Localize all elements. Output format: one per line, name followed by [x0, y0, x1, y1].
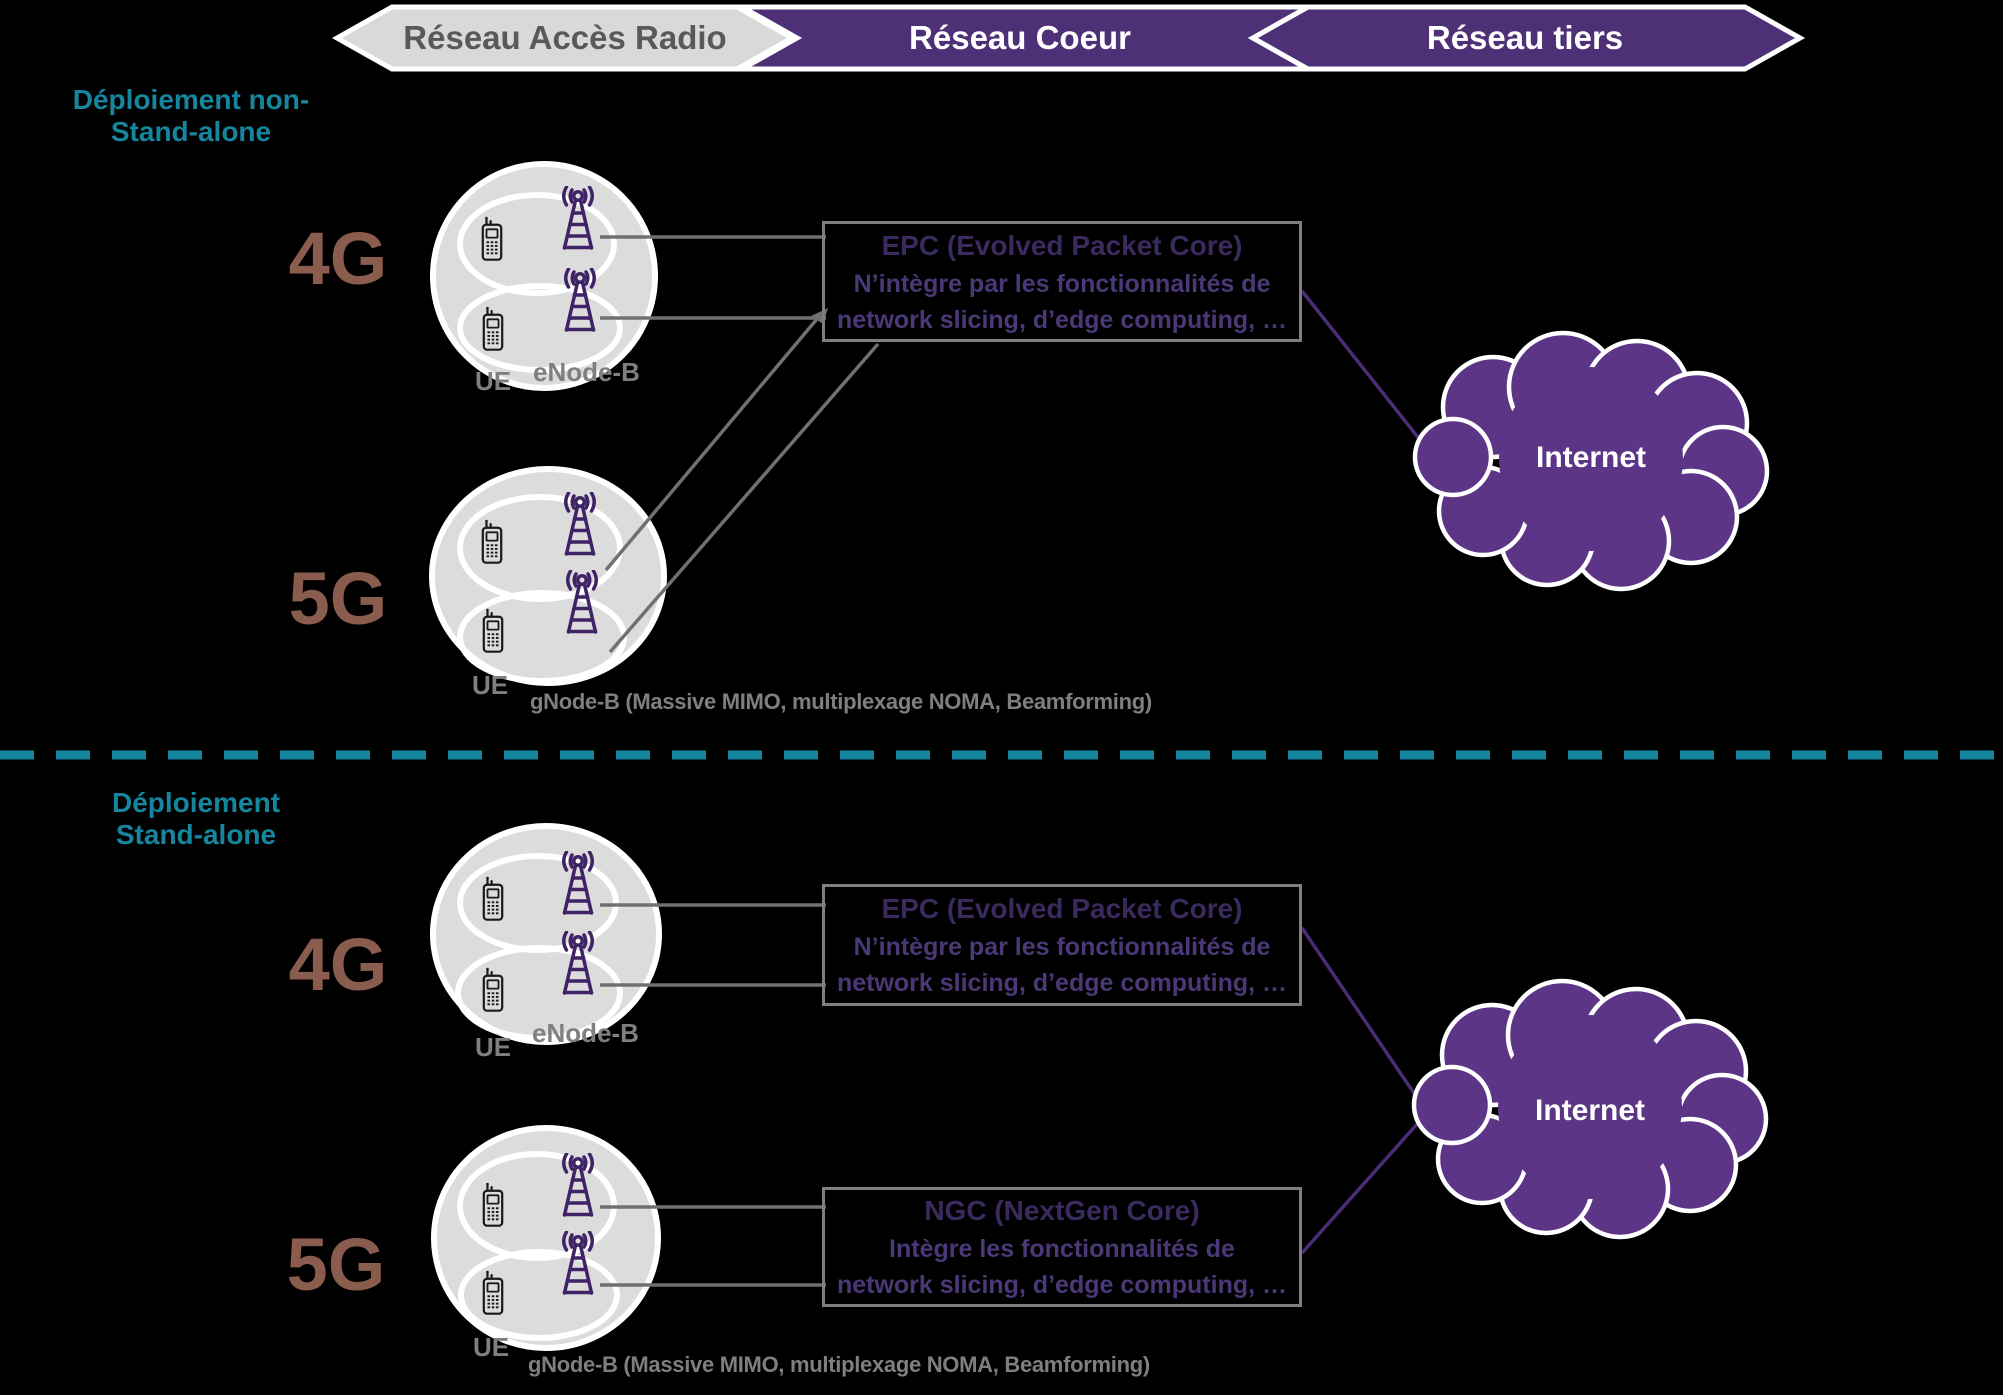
banner-label-reseau-acces-radio: Réseau Accès Radio: [403, 19, 727, 56]
link-gnodeb-epc: [604, 311, 824, 572]
sa-5g-cluster: [431, 1125, 661, 1351]
gnodeb-caption: gNode-B (Massive MIMO, multiplexage NOMA…: [530, 689, 1152, 714]
epc-box-subtitle-line1: N’intègre par les fonctionnalités de: [853, 269, 1271, 298]
internet-label: Internet: [1534, 1094, 1645, 1127]
banner-segment-reseau-acces-radio: [331, 4, 798, 72]
deployment-label-standalone: Déploiement Stand-alone: [61, 787, 331, 851]
sa-connectors: [600, 903, 826, 1287]
deployment-label-line1: Déploiement non-: [72, 84, 310, 115]
deployment-label-non-standalone: Déploiement non- Stand-alone: [56, 84, 326, 148]
cluster-bubble: [431, 1125, 661, 1351]
sa-4g-cluster: [430, 823, 662, 1045]
link-ngc-internet: [1300, 1112, 1428, 1255]
ngc-box-subtitle-line1: Intègre les fonctionnalités de: [889, 1235, 1235, 1263]
ue-label: UE: [472, 670, 509, 700]
enodeb-label: eNode-B: [533, 357, 640, 387]
generation-label-5g: 5G: [288, 557, 388, 640]
nsa-4g-cluster: [430, 161, 658, 391]
epc-box-subtitle-line2: network slicing, d’edge computing, …: [836, 305, 1288, 334]
link-gnodeb-epc: [608, 342, 880, 654]
cell-ellipse: [455, 945, 623, 1041]
enodeb-label: eNode-B: [532, 1018, 639, 1048]
banner-label-reseau-coeur: Réseau Coeur: [909, 19, 1131, 56]
deployment-label-line1: Déploiement: [111, 787, 281, 818]
ue-label: UE: [473, 1332, 510, 1362]
ngc-box: NGC (NextGen Core) Intègre les fonctionn…: [822, 1187, 1302, 1307]
ngc-box-title: NGC (NextGen Core): [924, 1195, 1200, 1226]
ngc-box-subtitle-line2: network slicing, d’edge computing, …: [836, 1271, 1288, 1299]
epc-box-title: EPC (Evolved Packet Core): [881, 229, 1243, 261]
epc-box-title: EPC (Evolved Packet Core): [881, 893, 1243, 924]
cell-ellipse: [458, 1249, 620, 1341]
ue-label: UE: [475, 366, 512, 396]
cell-ellipse: [457, 283, 623, 373]
internet-cloud: [1411, 978, 1769, 1240]
banner-label-reseau-tiers: Réseau tiers: [1426, 19, 1624, 56]
epc-box-subtitle-line1: N’intègre par les fonctionnalités de: [853, 933, 1271, 961]
nsa-5g-cluster: [429, 466, 667, 686]
internet-label: Internet: [1535, 441, 1646, 474]
ue-label: UE: [475, 1032, 512, 1062]
banner-segment-reseau-tiers: [1247, 4, 1806, 72]
epc-box-nsa: EPC (Evolved Packet Core) N’intègre par …: [822, 221, 1302, 342]
link-epc-internet: [1300, 289, 1434, 457]
link-epc-internet: [1300, 927, 1426, 1109]
cell-ellipse: [457, 494, 623, 602]
generation-label-5g: 5G: [286, 1223, 386, 1306]
deployment-label-line2: Stand-alone: [110, 116, 272, 147]
nsa-connectors: [600, 235, 880, 654]
epc-box-sa: EPC (Evolved Packet Core) N’intègre par …: [822, 884, 1302, 1006]
generation-label-4g: 4G: [288, 217, 388, 300]
cell-ellipse: [457, 192, 617, 296]
epc-box-subtitle-line2: network slicing, d’edge computing, …: [836, 969, 1288, 997]
generation-label-4g: 4G: [288, 923, 388, 1006]
gnodeb-caption: gNode-B (Massive MIMO, multiplexage NOMA…: [528, 1352, 1150, 1377]
header-banner: [331, 4, 1806, 72]
deployment-label-line2: Stand-alone: [115, 819, 277, 850]
internet-cloud: [1412, 330, 1770, 592]
